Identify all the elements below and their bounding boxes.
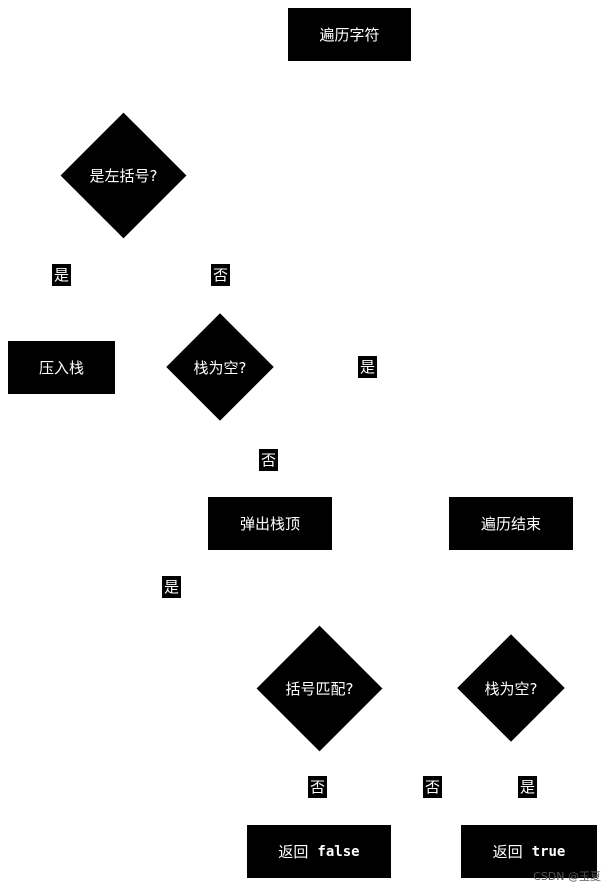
node-return-true-word: 返回 (492, 843, 523, 861)
node-traverse-end-label: 遍历结束 (480, 515, 541, 533)
decision-is-left-bracket-label: 是左括号? (89, 167, 158, 185)
decision-stack-empty-1-label: 栈为空? (193, 358, 247, 377)
edge-label-yes-3: 是 (162, 576, 182, 598)
node-return-false-value: false (317, 843, 360, 860)
edge-label-no-3: 否 (308, 776, 328, 798)
node-return-true: 返回 true (461, 825, 597, 878)
watermark: CSDN @玉夏 (533, 870, 601, 883)
edge-label-yes-1: 是 (52, 264, 72, 286)
node-traverse-chars: 遍历字符 (288, 8, 411, 61)
node-return-true-value: true (531, 843, 566, 860)
node-return-false: 返回 false (247, 825, 391, 878)
decision-stack-empty-2-label: 栈为空? (484, 679, 538, 698)
edge-label-yes-2: 是 (358, 356, 378, 378)
node-pop-stack-top-label: 弹出栈顶 (239, 515, 300, 533)
node-traverse-end: 遍历结束 (449, 497, 573, 550)
edge-label-no-1: 否 (211, 264, 231, 286)
decision-brackets-match: 括号匹配? (256, 625, 383, 752)
node-push-stack-label: 压入栈 (38, 359, 84, 377)
node-push-stack: 压入栈 (8, 341, 115, 394)
edge-label-no-4: 否 (423, 776, 443, 798)
node-traverse-chars-label: 遍历字符 (319, 26, 380, 44)
node-return-false-word: 返回 (278, 843, 309, 861)
node-pop-stack-top: 弹出栈顶 (208, 497, 332, 550)
decision-stack-empty-1: 栈为空? (166, 313, 274, 421)
edge-label-yes-4: 是 (518, 776, 538, 798)
edge-label-no-2: 否 (259, 449, 279, 471)
decision-is-left-bracket: 是左括号? (60, 112, 187, 239)
decision-brackets-match-label: 括号匹配? (285, 680, 354, 698)
decision-stack-empty-2: 栈为空? (457, 634, 565, 742)
